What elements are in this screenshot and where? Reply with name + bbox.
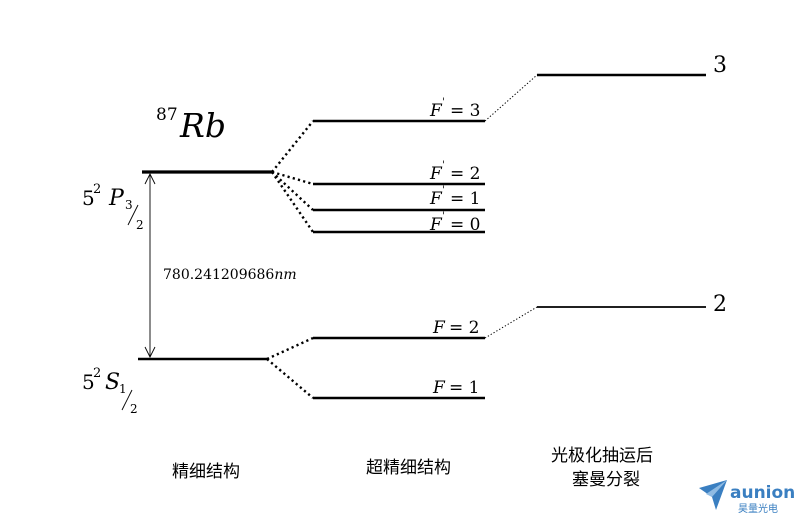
svg-text:F: F <box>429 215 443 235</box>
connectors-ground <box>266 336 314 399</box>
label-f2-prime: F ' = 2 <box>429 160 480 184</box>
svg-text:F: F <box>432 318 446 338</box>
caption-zeeman-line1: 光极化抽运后 <box>551 446 653 466</box>
svg-text:5: 5 <box>82 186 95 210</box>
isotope-mass-number: 87 <box>156 105 178 125</box>
transition-wavelength: 780.241209686nm <box>163 267 297 283</box>
svg-text:= 3: = 3 <box>450 101 480 121</box>
logo-subtext: 昊量光电 <box>738 502 778 515</box>
svg-text:= 0: = 0 <box>450 215 480 235</box>
svg-text:= 1: = 1 <box>449 378 479 398</box>
label-f0-prime: F ' = 0 <box>429 211 480 235</box>
caption-fine-structure: 精细结构 <box>172 462 240 482</box>
caption-hyperfine-structure: 超精细结构 <box>366 458 451 478</box>
transition-arrow <box>144 172 156 359</box>
zeeman-label-lower: 2 <box>713 292 727 317</box>
label-f1: F = 1 <box>432 378 479 398</box>
caption-zeeman-line2: 塞曼分裂 <box>572 470 640 490</box>
svg-text:F: F <box>432 378 446 398</box>
isotope-symbol: Rb <box>179 106 226 145</box>
term-5p3-2: 5 2 P 3 2 <box>82 182 144 232</box>
zeeman-label-upper: 3 <box>713 53 727 78</box>
svg-text:= 2: = 2 <box>450 164 480 184</box>
aunion-logo: aunion 昊量光电 <box>699 480 795 515</box>
svg-text:F: F <box>429 189 443 209</box>
svg-text:': ' <box>442 160 445 171</box>
svg-text:': ' <box>442 185 445 196</box>
connectors-excited <box>271 120 314 233</box>
label-f2: F = 2 <box>432 318 479 338</box>
svg-text:5: 5 <box>82 370 95 394</box>
svg-text:2: 2 <box>136 218 144 232</box>
svg-text:F: F <box>429 101 443 121</box>
svg-text:1: 1 <box>119 382 127 396</box>
label-f3-prime: F ' = 3 <box>429 97 480 121</box>
svg-text:': ' <box>442 211 445 222</box>
svg-text:S: S <box>105 370 120 395</box>
svg-text:= 2: = 2 <box>449 318 479 338</box>
svg-text:2: 2 <box>93 366 101 381</box>
svg-text:P: P <box>108 186 125 211</box>
connectors-zeeman <box>484 74 538 339</box>
svg-text:2: 2 <box>93 182 101 197</box>
term-5s1-2: 5 2 S 1 2 <box>82 366 138 416</box>
label-f1-prime: F ' = 1 <box>429 185 480 209</box>
svg-text:': ' <box>442 97 445 108</box>
svg-text:F: F <box>429 164 443 184</box>
svg-text:2: 2 <box>130 402 138 416</box>
svg-text:3: 3 <box>125 198 133 212</box>
logo-text: aunion <box>730 483 795 503</box>
svg-text:= 1: = 1 <box>450 189 480 209</box>
